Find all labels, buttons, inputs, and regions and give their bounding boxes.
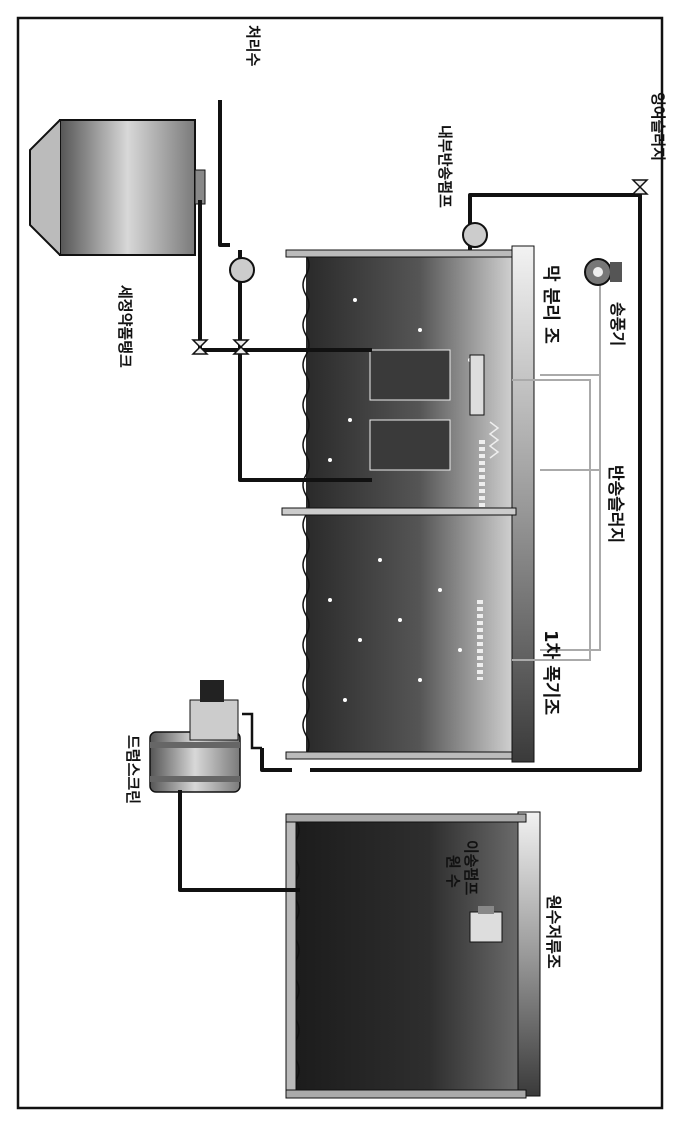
blower-label: 송풍기	[608, 302, 627, 346]
pumps	[229, 222, 488, 283]
raw-pump-label-line2: 이송펌프	[462, 840, 480, 895]
raw-water-tank-label: 원수저류조	[544, 895, 563, 969]
valves	[191, 179, 649, 355]
pipes	[178, 100, 642, 892]
aeration-tank-label: 1차 폭기조	[540, 630, 561, 715]
treated-water-label: 처리수	[244, 25, 262, 67]
drum-screen-label: 드럼스크린	[124, 735, 142, 804]
diagram-frame	[16, 16, 664, 1110]
raw-pump-label-line1: 원 수	[444, 855, 462, 888]
raw-water-tank	[285, 811, 541, 1099]
blower	[584, 258, 622, 286]
return-sludge-line	[512, 379, 591, 661]
internal-return-pump-label: 내부반송펌프	[436, 125, 454, 208]
excess-sludge-label: 잉여슬러지	[649, 92, 667, 161]
membrane-tank-label: 막 분리 조	[540, 265, 561, 344]
return-sludge-label: 반송슬러지	[605, 465, 625, 543]
bioreactor-tank	[281, 245, 535, 763]
drum-screen	[149, 680, 262, 793]
cleaning-chemical-tank	[29, 119, 206, 256]
cleaning-tank-label: 세정약품탱크	[116, 285, 134, 368]
